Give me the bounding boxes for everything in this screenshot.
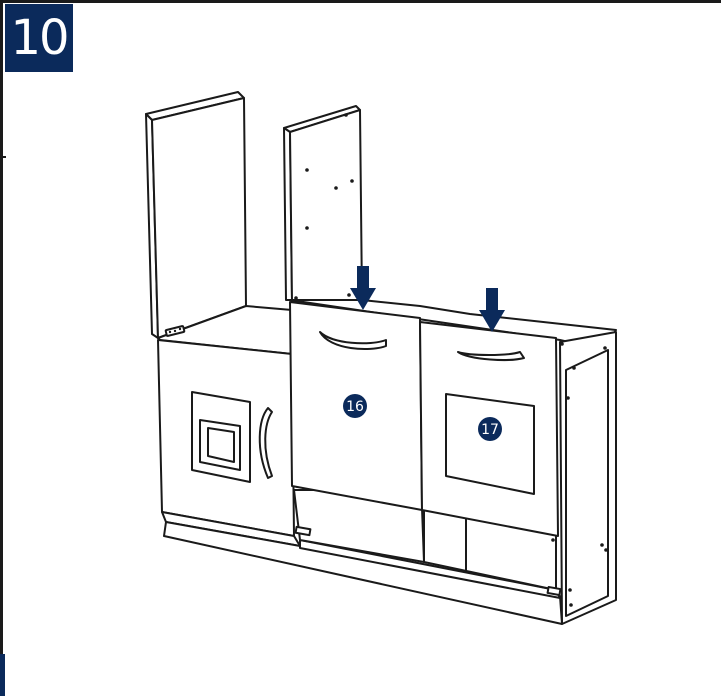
frame-left-border: [0, 0, 3, 696]
part-label-16: 16: [343, 394, 367, 418]
cabinet-base: [163, 521, 563, 625]
insert-arrow-17: [479, 288, 505, 332]
frame-top-border: [0, 0, 721, 3]
step-number: 10: [10, 10, 69, 66]
svg-text:17: 17: [481, 422, 499, 438]
insert-arrow-16: [350, 266, 376, 310]
right-cabinet-side: [559, 331, 617, 625]
left-tall-panel: [145, 91, 247, 339]
part-label-17: 17: [478, 417, 502, 441]
frame-corner-mark: [0, 654, 5, 696]
left-cabinet-front: [157, 339, 301, 547]
middle-tall-panel: [283, 105, 363, 303]
svg-text:16: 16: [346, 399, 364, 415]
frame-tick-mark: [0, 156, 6, 158]
left-cabinet-connector: [164, 325, 186, 337]
step-number-badge: 10: [5, 4, 73, 72]
